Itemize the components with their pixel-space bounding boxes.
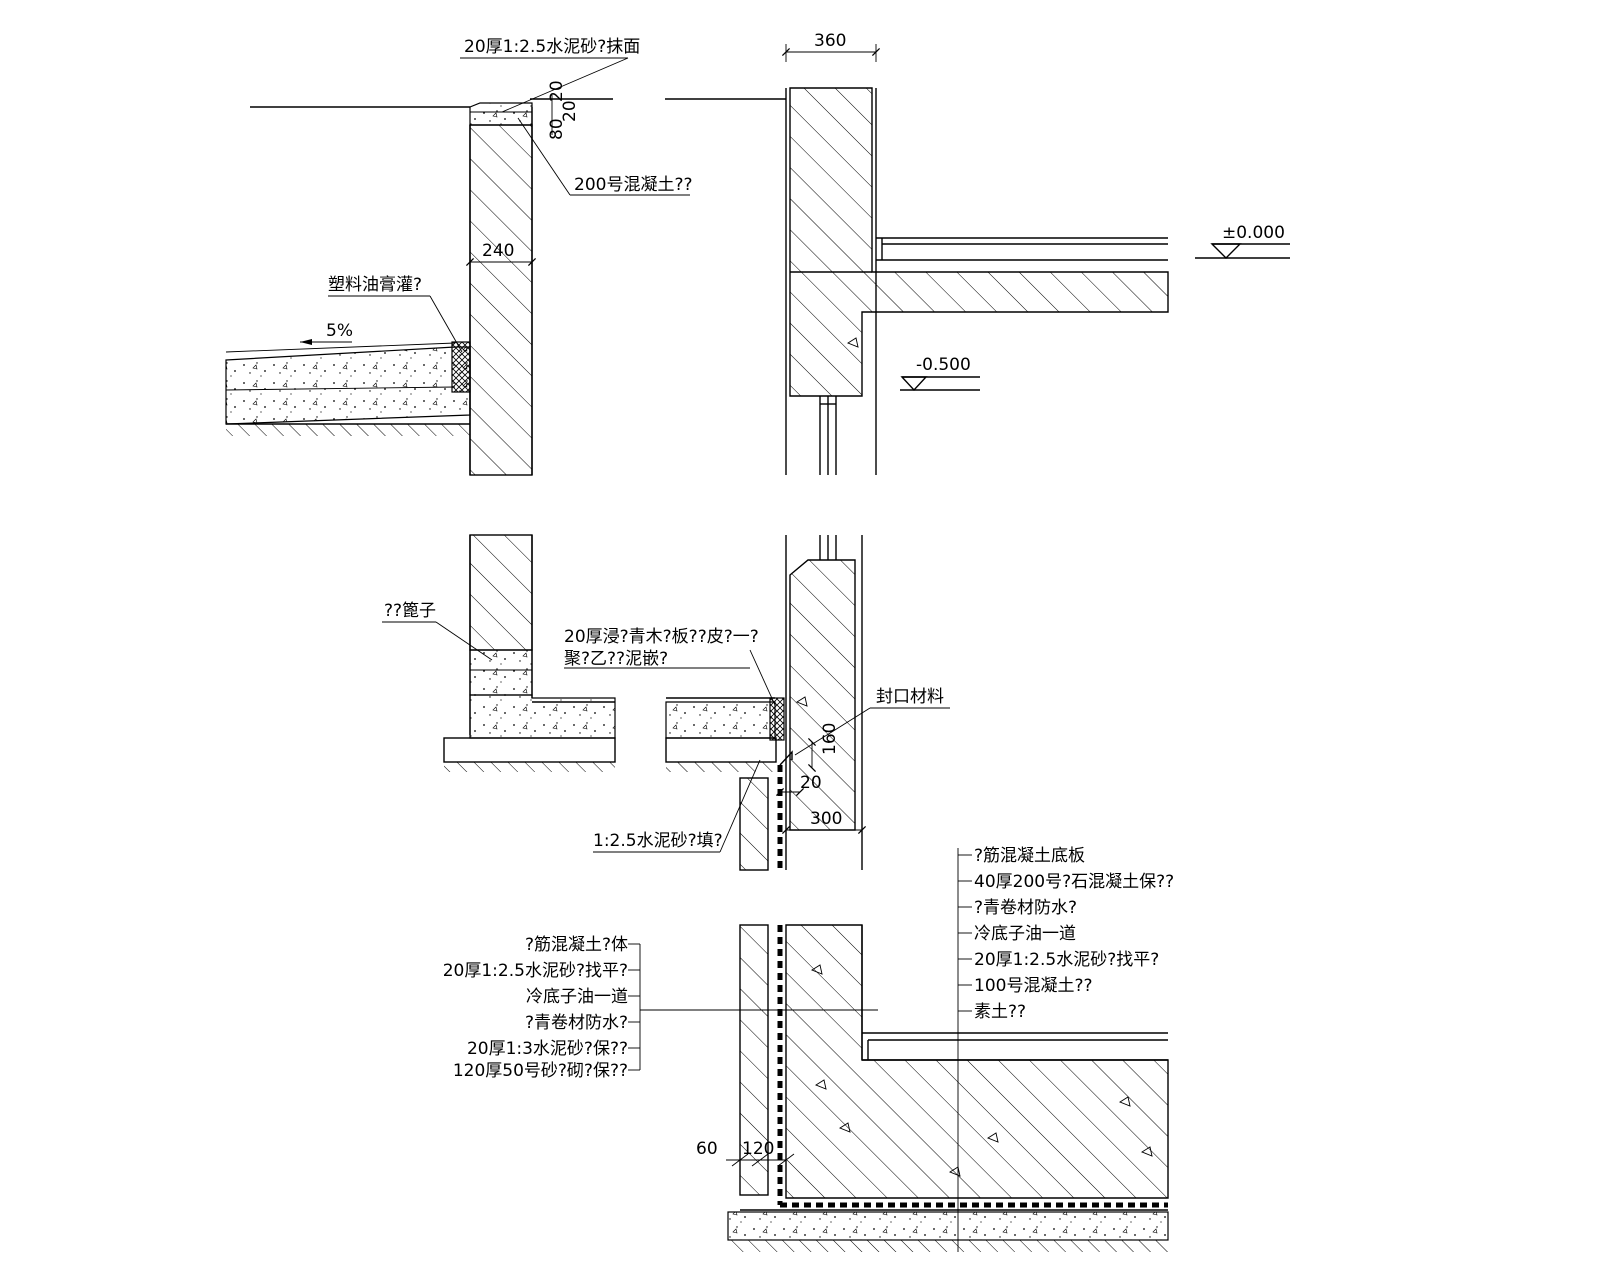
left-layer-2: 20厚1:2.5水泥砂?找平?: [443, 961, 628, 981]
grate-block: [469, 649, 533, 696]
label-top-mortar-text: 20厚1:2.5水泥砂?抹面: [464, 37, 640, 57]
top-right-detail: [665, 87, 1169, 475]
label-seal-material: 封口材料: [794, 687, 950, 756]
asphalt-board-joint: [769, 697, 785, 741]
sloped-pavement: [225, 346, 471, 425]
right-layer-2: 40厚200号?石混凝土保??: [974, 872, 1174, 892]
left-layer-5: 20厚1:3水泥砂?保??: [467, 1039, 628, 1059]
dim-300: 300: [781, 809, 867, 835]
left-layer-3: 冷底子油一道: [526, 987, 628, 1007]
dim-60-120: 60 120: [696, 1139, 795, 1170]
rc-wall-360: [789, 87, 1169, 397]
concrete-coping: [469, 102, 533, 126]
bottom-detail: [640, 848, 1169, 1252]
label-slope: 5%: [300, 321, 353, 345]
brick-wall-240: [469, 124, 533, 476]
protect-brick-mid: [739, 777, 769, 871]
elevation-minus: -0.500: [900, 355, 980, 392]
label-ointment: 塑料油膏灌?: [328, 274, 463, 353]
dim-20b-text: 20: [560, 100, 580, 122]
label-asphalt-board: 20厚浸?青木?板??皮?一? 聚?乙??泥嵌?: [564, 627, 776, 706]
right-layer-4: 冷底子油一道: [974, 924, 1076, 944]
dim-coping: 20 20 80: [547, 80, 580, 140]
left-layer-6: 120厚50号砂?砌?保??: [453, 1061, 628, 1081]
right-layer-5: 20厚1:2.5水泥砂?找平?: [974, 950, 1159, 970]
right-layer-1: ?筋混凝土底板: [974, 846, 1085, 866]
dim-80-text: 80: [547, 118, 567, 140]
dim-160: 160: [807, 723, 840, 773]
trench-base-right: [665, 701, 776, 739]
label-top-mortar: 20厚1:2.5水泥砂?抹面: [460, 37, 640, 113]
dim-160-text: 160: [820, 723, 840, 755]
dim-20c: 20: [775, 773, 822, 797]
right-layer-7: 素土??: [974, 1002, 1026, 1022]
dim-240: 240: [465, 241, 537, 267]
dim-20c-text: 20: [800, 773, 822, 793]
label-coping-text: 200号混凝土??: [574, 175, 693, 195]
dim-20a-text: 20: [547, 80, 567, 102]
dim-300-text: 300: [810, 809, 842, 829]
dim-120-text: 120: [742, 1139, 774, 1159]
label-ointment-text: 塑料油膏灌?: [328, 274, 422, 295]
dim-60-text: 60: [696, 1139, 718, 1159]
label-seal-material-text: 封口材料: [876, 687, 944, 707]
dim-360: 360: [781, 31, 881, 62]
elevation-zero-text: ±0.000: [1222, 223, 1285, 243]
rc-wall-300: [789, 559, 856, 831]
dim-240-text: 240: [482, 241, 514, 261]
left-layer-4: ?青卷材防水?: [525, 1013, 628, 1033]
label-mortar-fill: 1:2.5水泥砂?填?: [593, 759, 761, 853]
label-asphalt-board-line1: 20厚浸?青木?板??皮?一?: [564, 627, 759, 647]
concrete-cushion: [727, 1211, 1169, 1241]
label-grate: ??篦子: [382, 601, 493, 661]
brick-wall-mid: [469, 534, 533, 651]
label-slope-text: 5%: [326, 321, 353, 341]
top-left-detail: [225, 98, 613, 476]
label-coping: 200号混凝土??: [517, 117, 693, 196]
right-layer-6: 100号混凝土??: [974, 976, 1093, 996]
elevation-zero: ±0.000: [1195, 223, 1290, 259]
ointment-filler: [451, 341, 471, 393]
label-asphalt-board-line2: 聚?乙??泥嵌?: [564, 649, 668, 669]
label-grate-text: ??篦子: [384, 601, 436, 621]
left-layer-list: ?筋混凝土?体 20厚1:2.5水泥砂?找平? 冷底子油一道 ?青卷材防水? 2…: [443, 935, 641, 1081]
right-layer-list: ?筋混凝土底板 40厚200号?石混凝土保?? ?青卷材防水? 冷底子油一道 2…: [958, 846, 1174, 1022]
protect-brick-bottom: [739, 924, 769, 1196]
dim-360-text: 360: [814, 31, 846, 51]
middle-right-detail: [739, 535, 863, 871]
label-mortar-fill-text: 1:2.5水泥砂?填?: [593, 831, 723, 851]
left-layer-1: ?筋混凝土?体: [525, 935, 628, 955]
right-layer-3: ?青卷材防水?: [974, 898, 1077, 918]
elevation-minus-text: -0.500: [916, 355, 971, 375]
middle-left-detail: [443, 534, 785, 772]
